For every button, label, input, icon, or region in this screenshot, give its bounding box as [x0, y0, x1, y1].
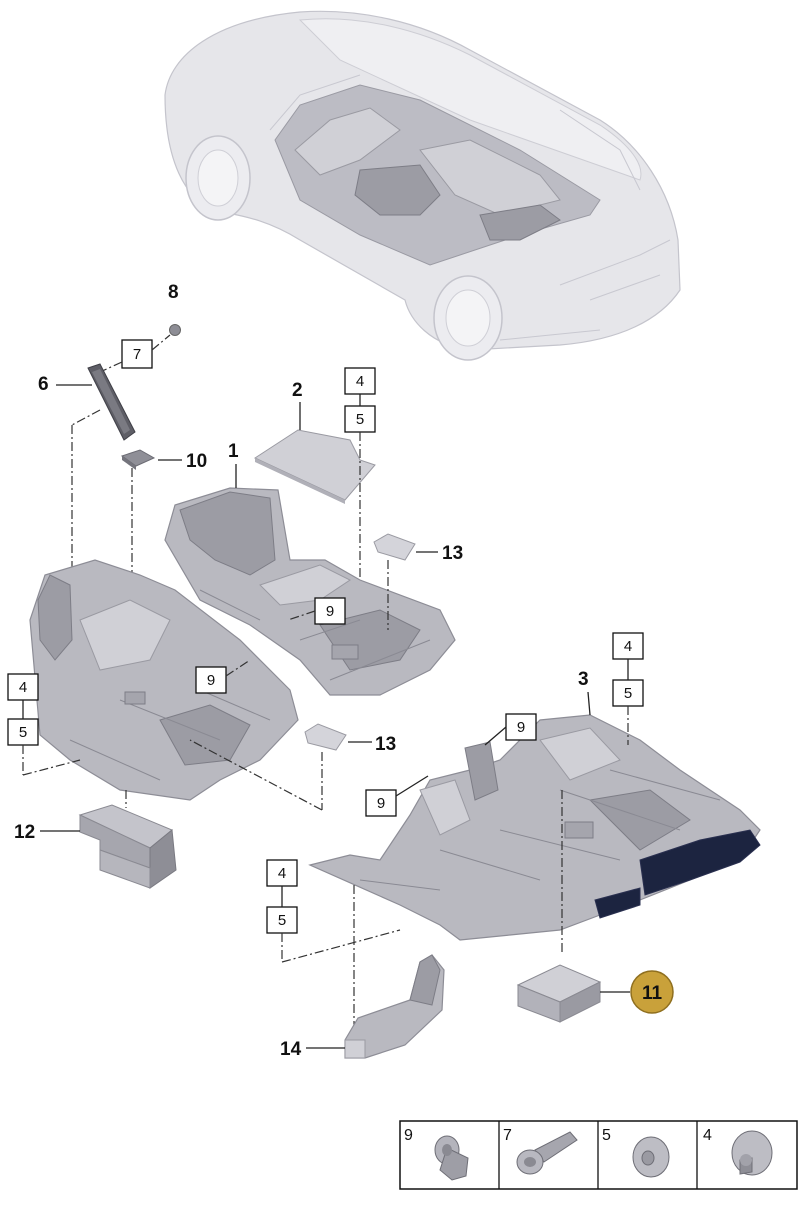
svg-text:7: 7 — [503, 1127, 512, 1144]
ref-box-9-right-upper: 9 — [505, 713, 537, 741]
callout-13-upper: 13 — [442, 543, 463, 564]
svg-text:4: 4 — [624, 638, 632, 655]
svg-text:4: 4 — [278, 865, 286, 882]
ref-box-4-right: 4 — [612, 632, 644, 660]
ref-box-7: 7 — [121, 339, 153, 369]
part-3-rear-carpet — [308, 714, 761, 941]
callout-13-lower: 13 — [375, 734, 396, 755]
part-14-trim-panel — [344, 954, 445, 1059]
round-clip-icon — [731, 1130, 773, 1176]
fastener-cell-5: 5 — [602, 1127, 670, 1178]
svg-text:7: 7 — [133, 346, 141, 363]
svg-text:9: 9 — [404, 1127, 413, 1144]
svg-text:5: 5 — [602, 1127, 611, 1144]
callout-11-badge: 11 — [630, 970, 674, 1014]
callout-11: 11 — [642, 983, 663, 1004]
part-13-cover-lower — [304, 723, 347, 751]
part-1-front-carpet — [164, 487, 456, 696]
callout-6: 6 — [38, 374, 49, 395]
ref-box-5-right: 5 — [612, 679, 644, 707]
svg-text:4: 4 — [703, 1127, 712, 1144]
ref-box-9-left: 9 — [195, 666, 227, 694]
ref-box-5-bottom: 5 — [266, 906, 298, 934]
svg-text:5: 5 — [624, 685, 632, 702]
fastener-cell-7: 7 — [503, 1127, 578, 1175]
callout-12: 12 — [14, 822, 35, 843]
flange-nut-icon — [434, 1135, 469, 1181]
svg-text:9: 9 — [207, 672, 215, 689]
push-clip-icon — [632, 1136, 670, 1178]
callout-3: 3 — [578, 669, 589, 690]
svg-text:9: 9 — [326, 603, 334, 620]
svg-text:4: 4 — [19, 679, 27, 696]
callout-8: 8 — [168, 282, 179, 303]
part-left-carpet — [29, 559, 299, 801]
part-11-foam-block — [516, 964, 602, 1023]
svg-text:5: 5 — [19, 724, 27, 741]
part-10-cover — [120, 449, 156, 470]
part-6-sill-trim — [87, 363, 136, 441]
ref-box-9-mid: 9 — [314, 597, 346, 625]
part-8-bolt — [169, 324, 181, 336]
svg-text:5: 5 — [278, 912, 286, 929]
part-13-cover-upper — [373, 533, 416, 561]
svg-text:5: 5 — [356, 411, 364, 428]
callout-1: 1 — [228, 441, 239, 462]
fastener-table: 9 7 5 4 — [399, 1120, 798, 1190]
ref-box-4-bottom: 4 — [266, 859, 298, 887]
fastener-cell-4: 4 — [703, 1127, 773, 1176]
ref-box-9-right-lower: 9 — [365, 789, 397, 817]
ref-box-4-left: 4 — [7, 673, 39, 701]
ref-box-4-top: 4 — [344, 367, 376, 395]
callout-2: 2 — [292, 380, 303, 401]
callout-14: 14 — [280, 1039, 302, 1060]
car-overview-illustration — [164, 10, 681, 361]
ref-box-5-left: 5 — [7, 718, 39, 746]
svg-text:9: 9 — [517, 719, 525, 736]
part-2-insulation-mat — [253, 429, 376, 504]
callout-10: 10 — [186, 451, 207, 472]
fastener-cell-9: 9 — [404, 1127, 469, 1181]
svg-text:4: 4 — [356, 373, 364, 390]
ref-box-5-top: 5 — [344, 405, 376, 433]
svg-text:9: 9 — [377, 795, 385, 812]
bolt-icon — [516, 1131, 578, 1175]
part-12-foam-block — [78, 804, 177, 889]
